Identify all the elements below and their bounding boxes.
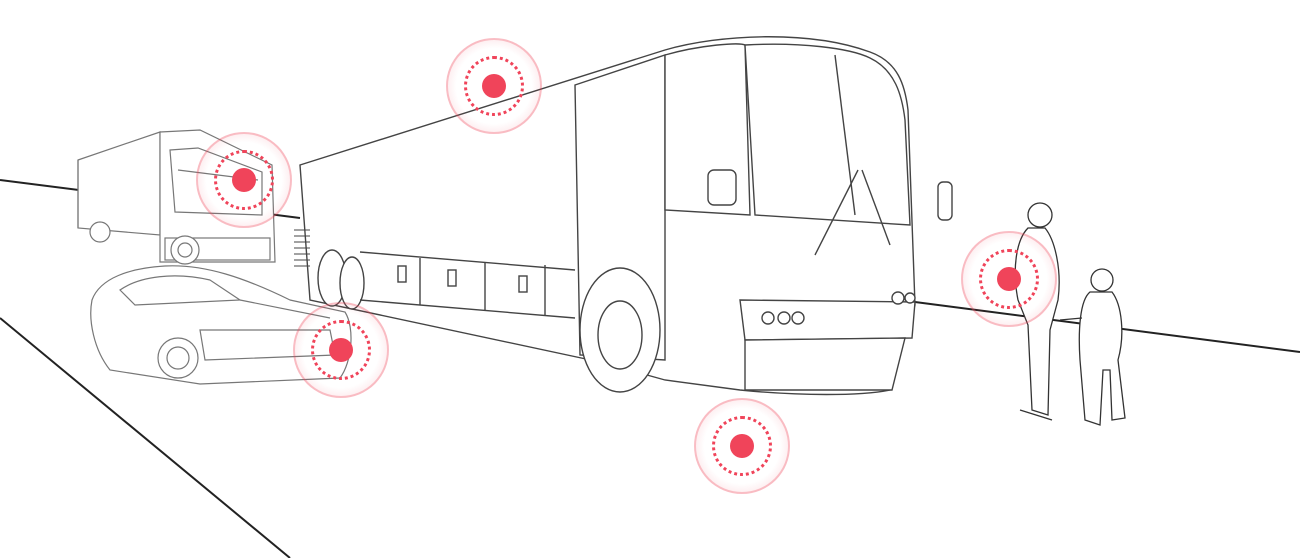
ground-sensor-hotspot[interactable] [694, 398, 790, 494]
coach-bus-drawing [294, 36, 953, 396]
sensor-dot-icon [730, 434, 754, 458]
hotspot-dotted-ring [712, 416, 772, 476]
sensor-dot-icon [482, 74, 506, 98]
sports-car-drawing [90, 265, 352, 385]
bus-roof-sensor-hotspot[interactable] [446, 38, 542, 134]
car-sensor-hotspot[interactable] [293, 302, 389, 398]
hotspot-dotted-ring [979, 249, 1039, 309]
pedestrian-sensor-hotspot[interactable] [961, 231, 1057, 327]
sensor-dot-icon [997, 267, 1021, 291]
truck-sensor-hotspot[interactable] [196, 132, 292, 228]
sensor-dot-icon [232, 168, 256, 192]
hotspot-dotted-ring [311, 320, 371, 380]
sensor-dot-icon [329, 338, 353, 362]
hotspot-dotted-ring [464, 56, 524, 116]
hotspot-dotted-ring [214, 150, 274, 210]
